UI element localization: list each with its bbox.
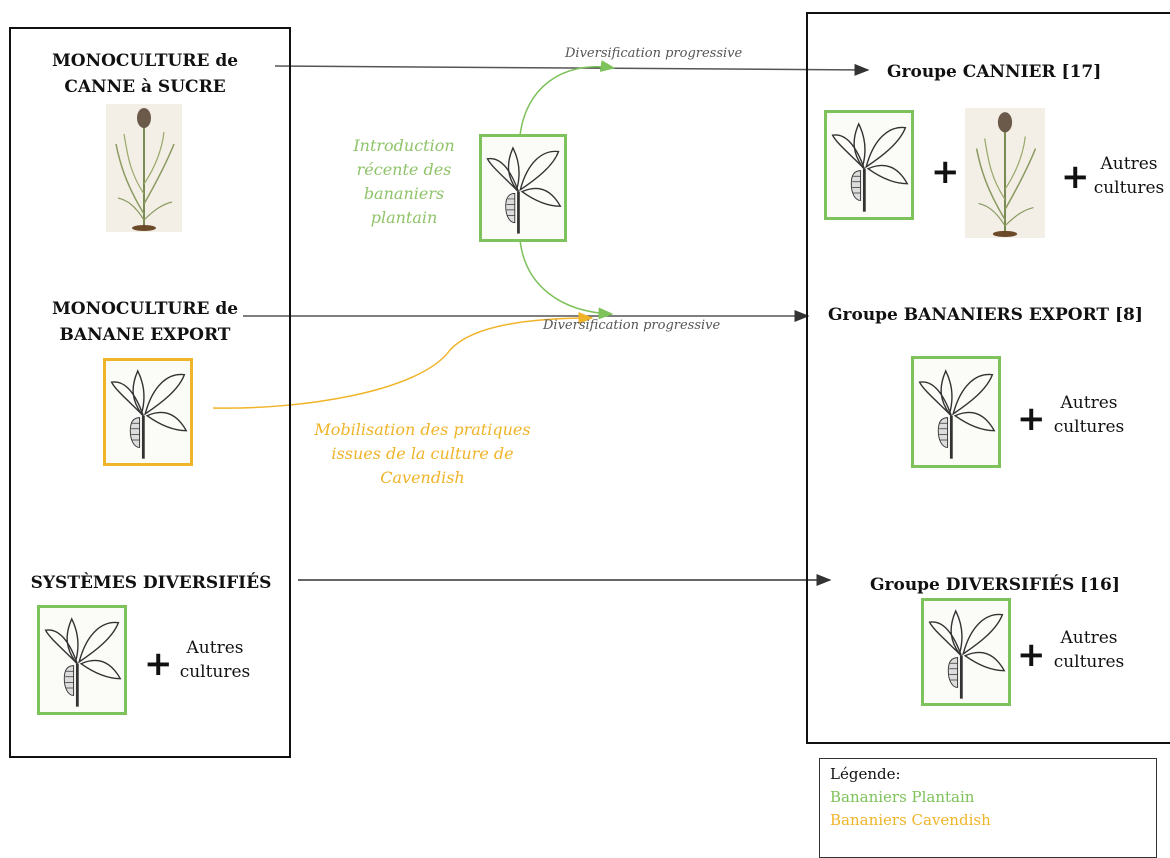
- banana-plant-icon: [37, 605, 127, 715]
- plus-sign: +: [931, 152, 960, 192]
- plus-sign: +: [144, 644, 173, 684]
- label-groupe-bananiers-export: Groupe BANANIERS EXPORT [8]: [828, 305, 1143, 325]
- legend-cavendish: Bananiers Cavendish: [830, 811, 991, 829]
- legend-title: Légende:: [830, 765, 901, 783]
- autres-cultures-label: Autres cultures: [1093, 154, 1165, 198]
- label-diversification-mid: Diversification progressive: [543, 318, 721, 333]
- plus-sign: +: [1017, 399, 1046, 439]
- label-diversification-top: Diversification progressive: [565, 46, 743, 61]
- legend-plantain: Bananiers Plantain: [830, 788, 975, 806]
- banana-plant-icon: [824, 110, 914, 220]
- sugarcane-plant-icon: [106, 104, 182, 232]
- label-introduction-plantain: Introduction récente des bananiers plant…: [353, 136, 455, 227]
- plus-sign: +: [1017, 635, 1046, 675]
- label-groupe-diversifies: Groupe DIVERSIFIÉS [16]: [870, 575, 1120, 595]
- label-monoculture-banane: MONOCULTURE de BANANE EXPORT: [51, 299, 239, 345]
- right-box-groups: [806, 12, 1170, 744]
- banana-plant-icon: [911, 356, 1001, 468]
- sugarcane-plant-icon: [965, 108, 1045, 238]
- label-groupe-cannier: Groupe CANNIER [17]: [887, 62, 1102, 82]
- label-monoculture-canne: MONOCULTURE de CANNE à SUCRE: [51, 51, 239, 97]
- legend-box: Légende: Bananiers Plantain Bananiers Ca…: [819, 758, 1157, 858]
- banana-plant-icon: [479, 134, 567, 242]
- plus-sign: +: [1061, 157, 1090, 197]
- banana-plant-icon: [103, 358, 193, 466]
- label-mobilisation-cavendish: Mobilisation des pratiques issues de la …: [314, 420, 531, 487]
- green-curve-down: [519, 239, 614, 320]
- arrow-canne-to-cannier: [274, 63, 870, 76]
- green-curve-up: [519, 60, 616, 137]
- label-systemes-diversifies: SYSTÈMES DIVERSIFIÉS: [30, 573, 272, 593]
- banana-plant-icon: [921, 598, 1011, 706]
- autres-cultures-label: Autres cultures: [1053, 393, 1125, 437]
- autres-cultures-label: Autres cultures: [179, 638, 251, 682]
- left-box-current-systems: [9, 27, 291, 758]
- autres-cultures-label: Autres cultures: [1053, 628, 1125, 672]
